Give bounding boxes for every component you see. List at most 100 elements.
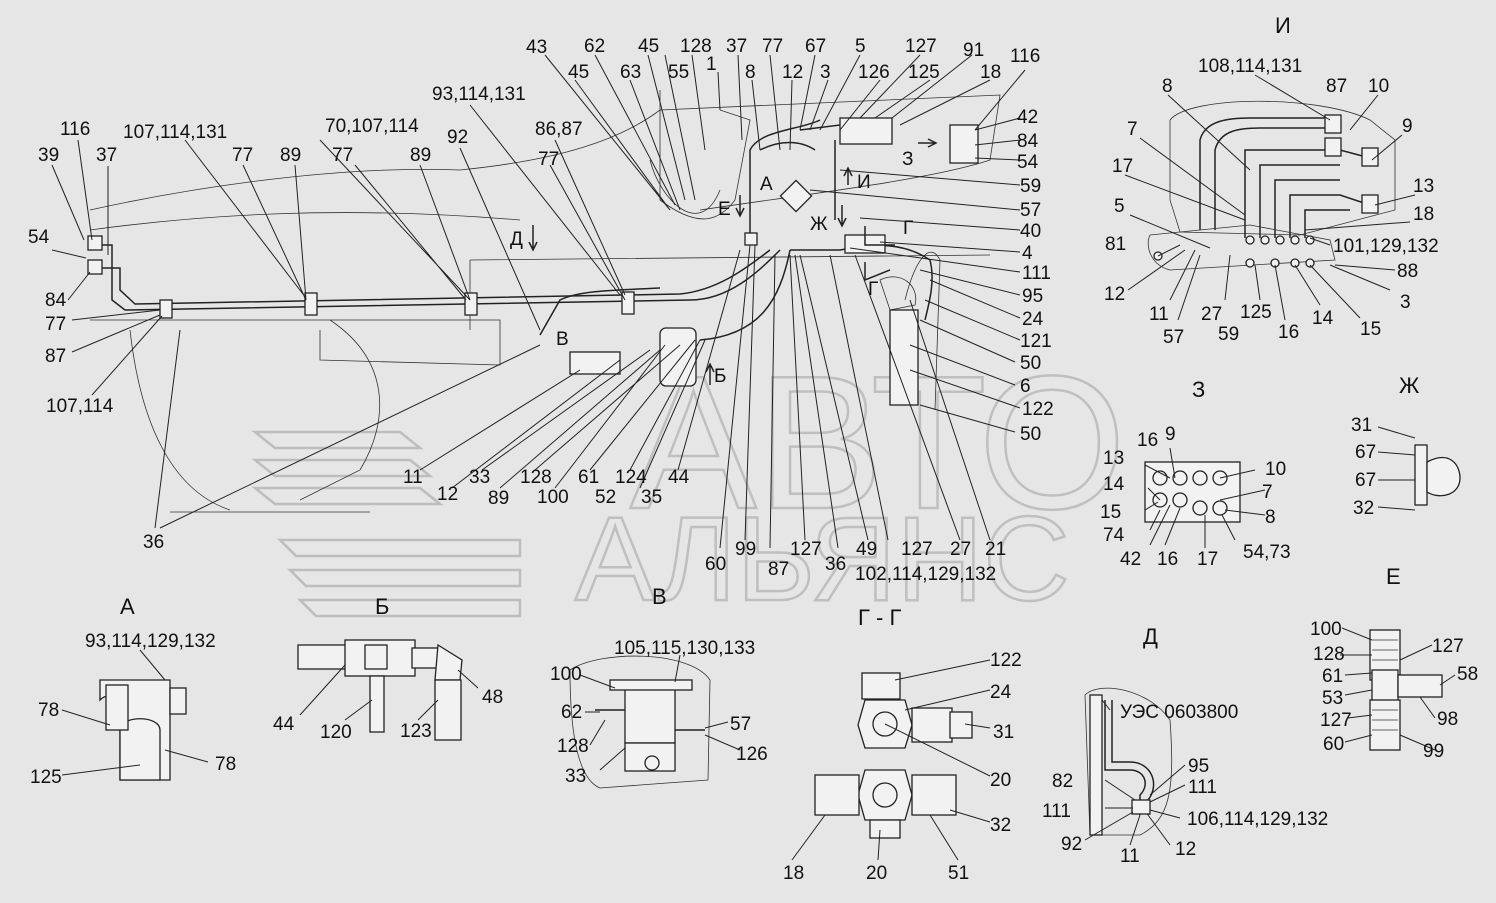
callout: 31 <box>993 722 1014 743</box>
view-title-E: Е <box>1386 564 1401 589</box>
section-mark-V: В <box>556 329 569 350</box>
callout: 42 <box>1120 549 1141 570</box>
callout: 77 <box>538 149 559 170</box>
callout: 50 <box>1020 353 1041 374</box>
callout: 57 <box>730 714 751 735</box>
callout: 1 <box>706 54 717 75</box>
callout: 21 <box>985 539 1006 560</box>
callout: 52 <box>595 487 616 508</box>
section-mark-G2: Г <box>868 279 878 300</box>
callout: 98 <box>1437 709 1458 730</box>
callout: 107,114 <box>46 396 114 417</box>
callout: 116 <box>1010 46 1040 67</box>
callout: 124 <box>615 467 647 488</box>
callout: 77 <box>232 145 253 166</box>
callout: 3 <box>1400 292 1411 313</box>
callout: 37 <box>96 145 117 166</box>
callout: 60 <box>705 554 726 575</box>
callout: 78 <box>215 754 236 775</box>
callout: 62 <box>561 702 582 723</box>
section-mark-D: Д <box>510 229 523 250</box>
callout: 127 <box>901 539 933 560</box>
callout: 14 <box>1312 308 1334 329</box>
callout: 57 <box>1020 200 1041 221</box>
callout: 125 <box>908 62 940 83</box>
callout: 128 <box>680 36 712 57</box>
callout: 16 <box>1137 430 1158 451</box>
callout: 20 <box>990 770 1011 791</box>
callout: 74 <box>1103 525 1125 546</box>
callout: 116 <box>60 119 90 140</box>
callout: 126 <box>858 62 890 83</box>
callout: 57 <box>1163 327 1184 348</box>
callout: 67 <box>1355 470 1376 491</box>
callout: 8 <box>745 62 756 83</box>
callout: 128 <box>520 467 552 488</box>
callout: 33 <box>565 766 586 787</box>
callout: 6 <box>1020 376 1031 397</box>
callout: 12 <box>1104 284 1125 305</box>
callout: 81 <box>1105 234 1126 255</box>
callout: 100 <box>537 487 569 508</box>
section-mark-E: Е <box>718 199 731 220</box>
callout: 77 <box>45 314 66 335</box>
callout: 108,114,131 <box>1198 56 1302 77</box>
callout: 58 <box>1457 664 1478 685</box>
view-title-B: Б <box>375 594 389 619</box>
section-arrows <box>528 138 938 385</box>
callout: 59 <box>1218 324 1239 345</box>
callout: 89 <box>280 145 301 166</box>
callout: 61 <box>578 467 599 488</box>
section-mark-G1: Г <box>903 218 913 239</box>
view-Z-drawing <box>1144 461 1241 523</box>
callout: 62 <box>584 36 605 57</box>
section-mark-B: Б <box>714 366 726 387</box>
callout: 10 <box>1265 459 1286 480</box>
callout: 127 <box>905 36 937 57</box>
callout: 24 <box>1022 309 1044 330</box>
callout: 122 <box>1022 399 1054 420</box>
callout: 100 <box>1310 619 1342 640</box>
callout: 7 <box>1127 119 1138 140</box>
callout: 87 <box>768 559 789 580</box>
view-A-drawing <box>99 679 187 781</box>
callout: 14 <box>1103 474 1125 495</box>
section-mark-Z: З <box>902 149 913 170</box>
callout: 8 <box>1265 507 1276 528</box>
view-title-A: А <box>120 594 135 619</box>
watermark-line2: АЛЬЯНС <box>575 492 1070 626</box>
callout: 122 <box>990 650 1022 671</box>
callout: 67 <box>805 36 826 57</box>
callout: 37 <box>726 36 747 57</box>
callout: 101,129,132 <box>1333 236 1439 257</box>
callout: 40 <box>1020 221 1041 242</box>
callout: 51 <box>948 863 969 884</box>
callout: 9 <box>1165 424 1176 445</box>
callout: 89 <box>488 488 509 509</box>
callout: 92 <box>1061 834 1082 855</box>
callout: 93,114,129,132 <box>85 631 216 652</box>
callout: 127 <box>790 539 822 560</box>
watermark-line1: АВТО <box>630 337 1126 549</box>
section-marks: А Б В Г Г Д Е Ж З И <box>510 149 913 387</box>
callout: 24 <box>990 682 1012 703</box>
callout: 31 <box>1351 415 1372 436</box>
callout: 95 <box>1022 286 1043 307</box>
view-title-D: Д <box>1143 624 1158 649</box>
callout: 43 <box>526 37 547 58</box>
callout: 92 <box>447 127 468 148</box>
callout: 123 <box>400 721 432 742</box>
callout: 55 <box>668 62 689 83</box>
callout: 99 <box>735 539 756 560</box>
callout: 84 <box>1017 131 1039 152</box>
callout: 48 <box>482 687 503 708</box>
callout: 44 <box>273 714 295 735</box>
callout: 63 <box>620 62 641 83</box>
callout: 15 <box>1360 319 1381 340</box>
callout: 12 <box>437 484 458 505</box>
callout: 16 <box>1278 322 1299 343</box>
view-title-G: Г - Г <box>858 605 901 630</box>
callout: 27 <box>1201 304 1222 325</box>
callout: 54 <box>28 227 50 248</box>
